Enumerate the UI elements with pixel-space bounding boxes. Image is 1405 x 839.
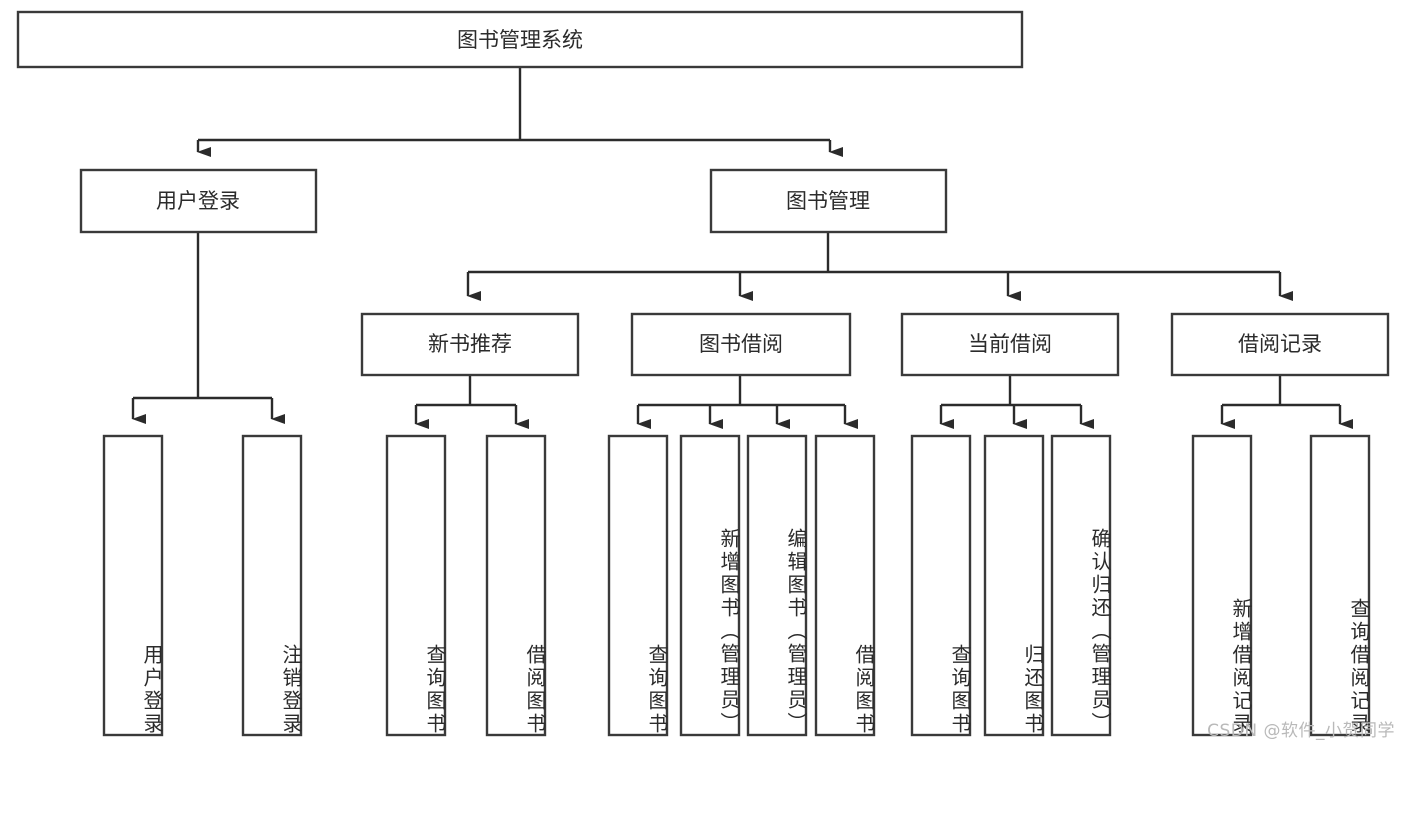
node-new-book-rec[interactable]: 新书推荐 (360, 312, 580, 377)
connector-group-newbookrec-to-leaves (414, 375, 529, 429)
node-borrow-record[interactable]: 借阅记录 (1170, 312, 1390, 377)
node-root[interactable]: 图书管理系统 (16, 10, 1024, 69)
node-current-borrow-box[interactable] (900, 312, 1120, 377)
leaf-box-rec-add-record[interactable] (1191, 434, 1253, 737)
node-user-login-label: 用户登录 (156, 189, 240, 213)
leaf-box-rec-borrow-book[interactable] (485, 434, 547, 737)
leaf-box-cur-confirm-return[interactable] (1050, 434, 1112, 737)
node-book-borrow[interactable]: 图书借阅 (630, 312, 852, 377)
node-root-box[interactable] (16, 10, 1024, 69)
node-book-borrow-label: 图书借阅 (699, 332, 783, 356)
connector-group-currentborrow-to-leaves (939, 375, 1094, 429)
node-user-login[interactable]: 用户登录 (79, 168, 318, 234)
watermark-text: CSDN @软件_小贺同学 (1207, 721, 1395, 741)
leaf-box-borrow-add-book[interactable] (679, 434, 741, 737)
diagram-canvas: 图书管理系统 用户登录 图书管理 新书推荐 图书借阅 当前借阅 借阅记录 (16, 10, 1395, 741)
node-borrow-record-label: 借阅记录 (1238, 332, 1322, 356)
leaf-box-rec-query-book[interactable] (385, 434, 447, 737)
leaf-box-borrow-query-book[interactable] (607, 434, 669, 737)
leaf-box-cur-return-book[interactable] (983, 434, 1045, 737)
leaf-box-user-logout[interactable] (241, 434, 303, 737)
leaf-box-cur-query-book[interactable] (910, 434, 972, 737)
leaf-box-borrow-borrow-book[interactable] (814, 434, 876, 737)
node-book-borrow-box[interactable] (630, 312, 852, 377)
node-current-borrow[interactable]: 当前借阅 (900, 312, 1120, 377)
connector-group-userlogin-to-leaves (131, 232, 285, 424)
connector-group-bookborrow-to-leaves (636, 375, 858, 429)
tree-diagram-svg: 图书管理系统 用户登录 图书管理 新书推荐 图书借阅 当前借阅 借阅记录 (16, 10, 1390, 737)
node-book-manage-label: 图书管理 (786, 189, 870, 213)
connector-group-root-to-level2 (196, 67, 843, 157)
node-user-login-box[interactable] (79, 168, 318, 234)
leaf-box-rec-query-record[interactable] (1309, 434, 1371, 737)
connector-group-borrowrecord-to-leaves (1220, 375, 1353, 429)
node-borrow-record-box[interactable] (1170, 312, 1390, 377)
leaf-box-group (102, 434, 1371, 737)
node-book-manage-box[interactable] (709, 168, 948, 234)
node-current-borrow-label: 当前借阅 (968, 332, 1052, 356)
node-new-book-rec-box[interactable] (360, 312, 580, 377)
node-new-book-rec-label: 新书推荐 (428, 332, 512, 356)
connector-group-bookmanage-to-level3 (466, 232, 1293, 301)
leaf-box-borrow-edit-book[interactable] (746, 434, 808, 737)
node-root-label: 图书管理系统 (457, 28, 583, 52)
node-book-manage[interactable]: 图书管理 (709, 168, 948, 234)
leaf-box-user-login[interactable] (102, 434, 164, 737)
